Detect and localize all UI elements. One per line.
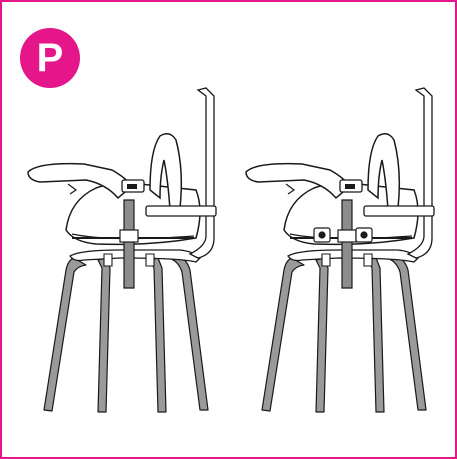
illustration-left <box>27 87 217 413</box>
step-badge-label: P <box>36 36 64 80</box>
illustration-right <box>245 87 435 413</box>
feet-adjusters <box>313 227 373 243</box>
step-badge: P <box>20 28 80 88</box>
